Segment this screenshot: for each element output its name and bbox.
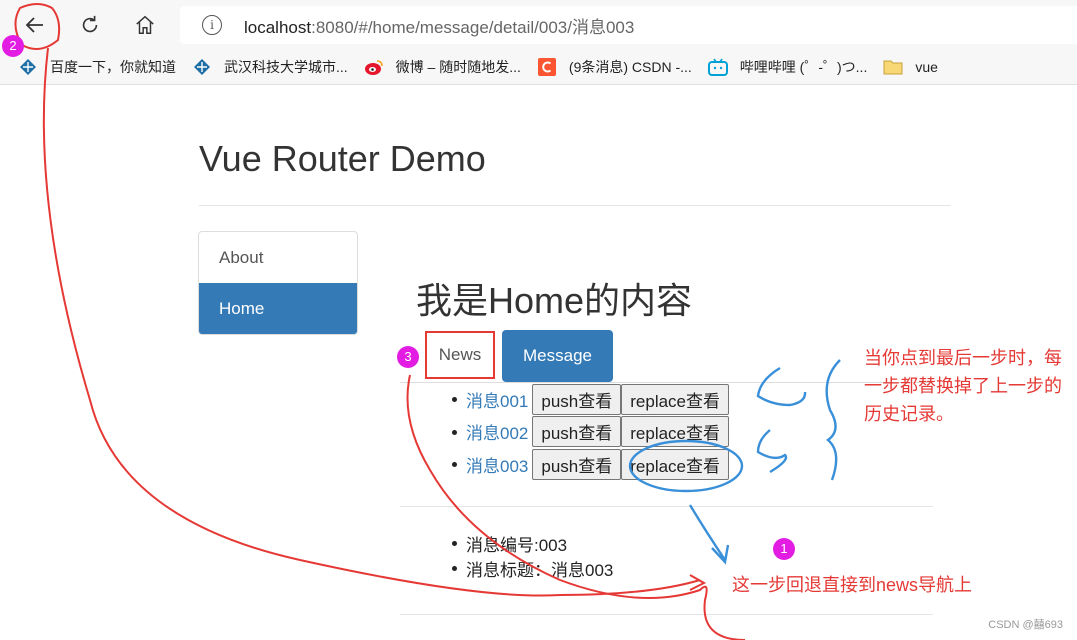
reload-button[interactable] — [71, 7, 109, 43]
bookmark-csdn[interactable]: (9条消息) CSDN -... — [537, 57, 692, 77]
paw-icon — [192, 57, 212, 77]
back-flow-arrowhead — [689, 574, 707, 591]
csdn-icon — [537, 57, 557, 77]
home-title: 我是Home的内容 — [416, 280, 693, 321]
page-title: Vue Router Demo — [199, 138, 486, 179]
arrow-left-icon — [25, 17, 43, 33]
list-item: 消息001 push查看 replace查看 — [451, 383, 730, 416]
folder-icon — [883, 57, 903, 77]
nav-item-home[interactable]: Home — [199, 283, 357, 334]
replace-note: 当你点到最后一步时，每一步都替换掉了上一步的历史记录。 — [864, 348, 1062, 424]
detail-id: 消息编号:003 — [451, 531, 613, 556]
bookmark-weibo[interactable]: 微博 – 随时随地发... — [364, 57, 521, 77]
bookmark-folder-vue[interactable]: vue — [883, 57, 938, 77]
back-button[interactable] — [16, 7, 54, 43]
step-badge-1: 1 — [773, 538, 795, 560]
url-path: :8080/#/home/message/detail/003/消息003 — [311, 17, 635, 37]
step-badge-3: 3 — [397, 346, 419, 368]
bookmark-label: 微博 – 随时随地发... — [395, 59, 521, 75]
watermark: CSDN @囍693 — [988, 619, 1063, 631]
tab-message[interactable]: Message — [502, 330, 613, 382]
paw-icon — [18, 57, 38, 77]
back-note: 这一步回退直接到news导航上 — [732, 575, 973, 595]
bookmark-wust[interactable]: 武汉科技大学城市... — [192, 57, 348, 77]
divider — [400, 506, 933, 507]
bookmark-label: 百度一下，你就知道 — [50, 59, 176, 75]
home-button[interactable] — [126, 7, 164, 43]
blue-curve-arrow-2 — [756, 429, 788, 474]
message-link[interactable]: 消息003 — [466, 456, 529, 476]
blue-down-arrow — [688, 504, 730, 565]
home-icon — [136, 15, 154, 34]
tab-news[interactable]: News — [425, 331, 495, 379]
replace-button[interactable]: replace查看 — [621, 416, 730, 448]
reload-icon — [82, 15, 98, 33]
step-badge-2: 2 — [2, 35, 24, 57]
url-host: localhost — [244, 17, 312, 37]
list-item: 消息003 push查看 replace查看 — [451, 448, 730, 481]
replace-button[interactable]: replace查看 — [621, 448, 730, 480]
divider — [199, 205, 951, 206]
info-icon[interactable]: i — [202, 15, 222, 35]
address-bar[interactable]: i localhost:8080/#/home/message/detail/0… — [180, 6, 1077, 44]
bookmark-label: 武汉科技大学城市... — [224, 59, 348, 75]
push-button[interactable]: push查看 — [532, 416, 622, 448]
bookmark-bilibili[interactable]: 哔哩哔哩 (゜-゜)つ... — [707, 57, 868, 77]
replace-button[interactable]: replace查看 — [621, 383, 730, 415]
bookmark-label: vue — [915, 59, 938, 75]
message-detail: 消息编号:003 消息标题：消息003 — [451, 531, 613, 581]
detail-title: 消息标题：消息003 — [451, 556, 613, 581]
message-list: 消息001 push查看 replace查看 消息002 push查看 repl… — [451, 383, 730, 481]
push-button[interactable]: push查看 — [532, 448, 622, 480]
bookmark-label: (9条消息) CSDN -... — [568, 59, 692, 75]
message-link[interactable]: 消息002 — [466, 424, 529, 444]
bookmarks-bar: 百度一下，你就知道 武汉科技大学城市... 微博 – 随时随地发... (9条消… — [0, 50, 1077, 85]
nav-item-about[interactable]: About — [219, 248, 264, 267]
bookmark-baidu[interactable]: 百度一下，你就知道 — [18, 57, 176, 77]
browser-toolbar: i localhost:8080/#/home/message/detail/0… — [0, 0, 1077, 50]
bookmark-label: 哔哩哔哩 (゜-゜)つ... — [739, 59, 868, 75]
bilibili-icon — [707, 57, 728, 77]
weibo-icon — [364, 57, 384, 77]
blue-curve-arrow-1 — [756, 366, 807, 407]
url-text[interactable]: localhost:8080/#/home/message/detail/003… — [244, 13, 634, 38]
blue-brace — [825, 359, 841, 481]
message-link[interactable]: 消息001 — [466, 391, 529, 411]
list-item: 消息002 push查看 replace查看 — [451, 416, 730, 449]
side-nav: About Home — [198, 231, 358, 335]
push-button[interactable]: push查看 — [532, 383, 622, 415]
divider — [400, 614, 933, 615]
